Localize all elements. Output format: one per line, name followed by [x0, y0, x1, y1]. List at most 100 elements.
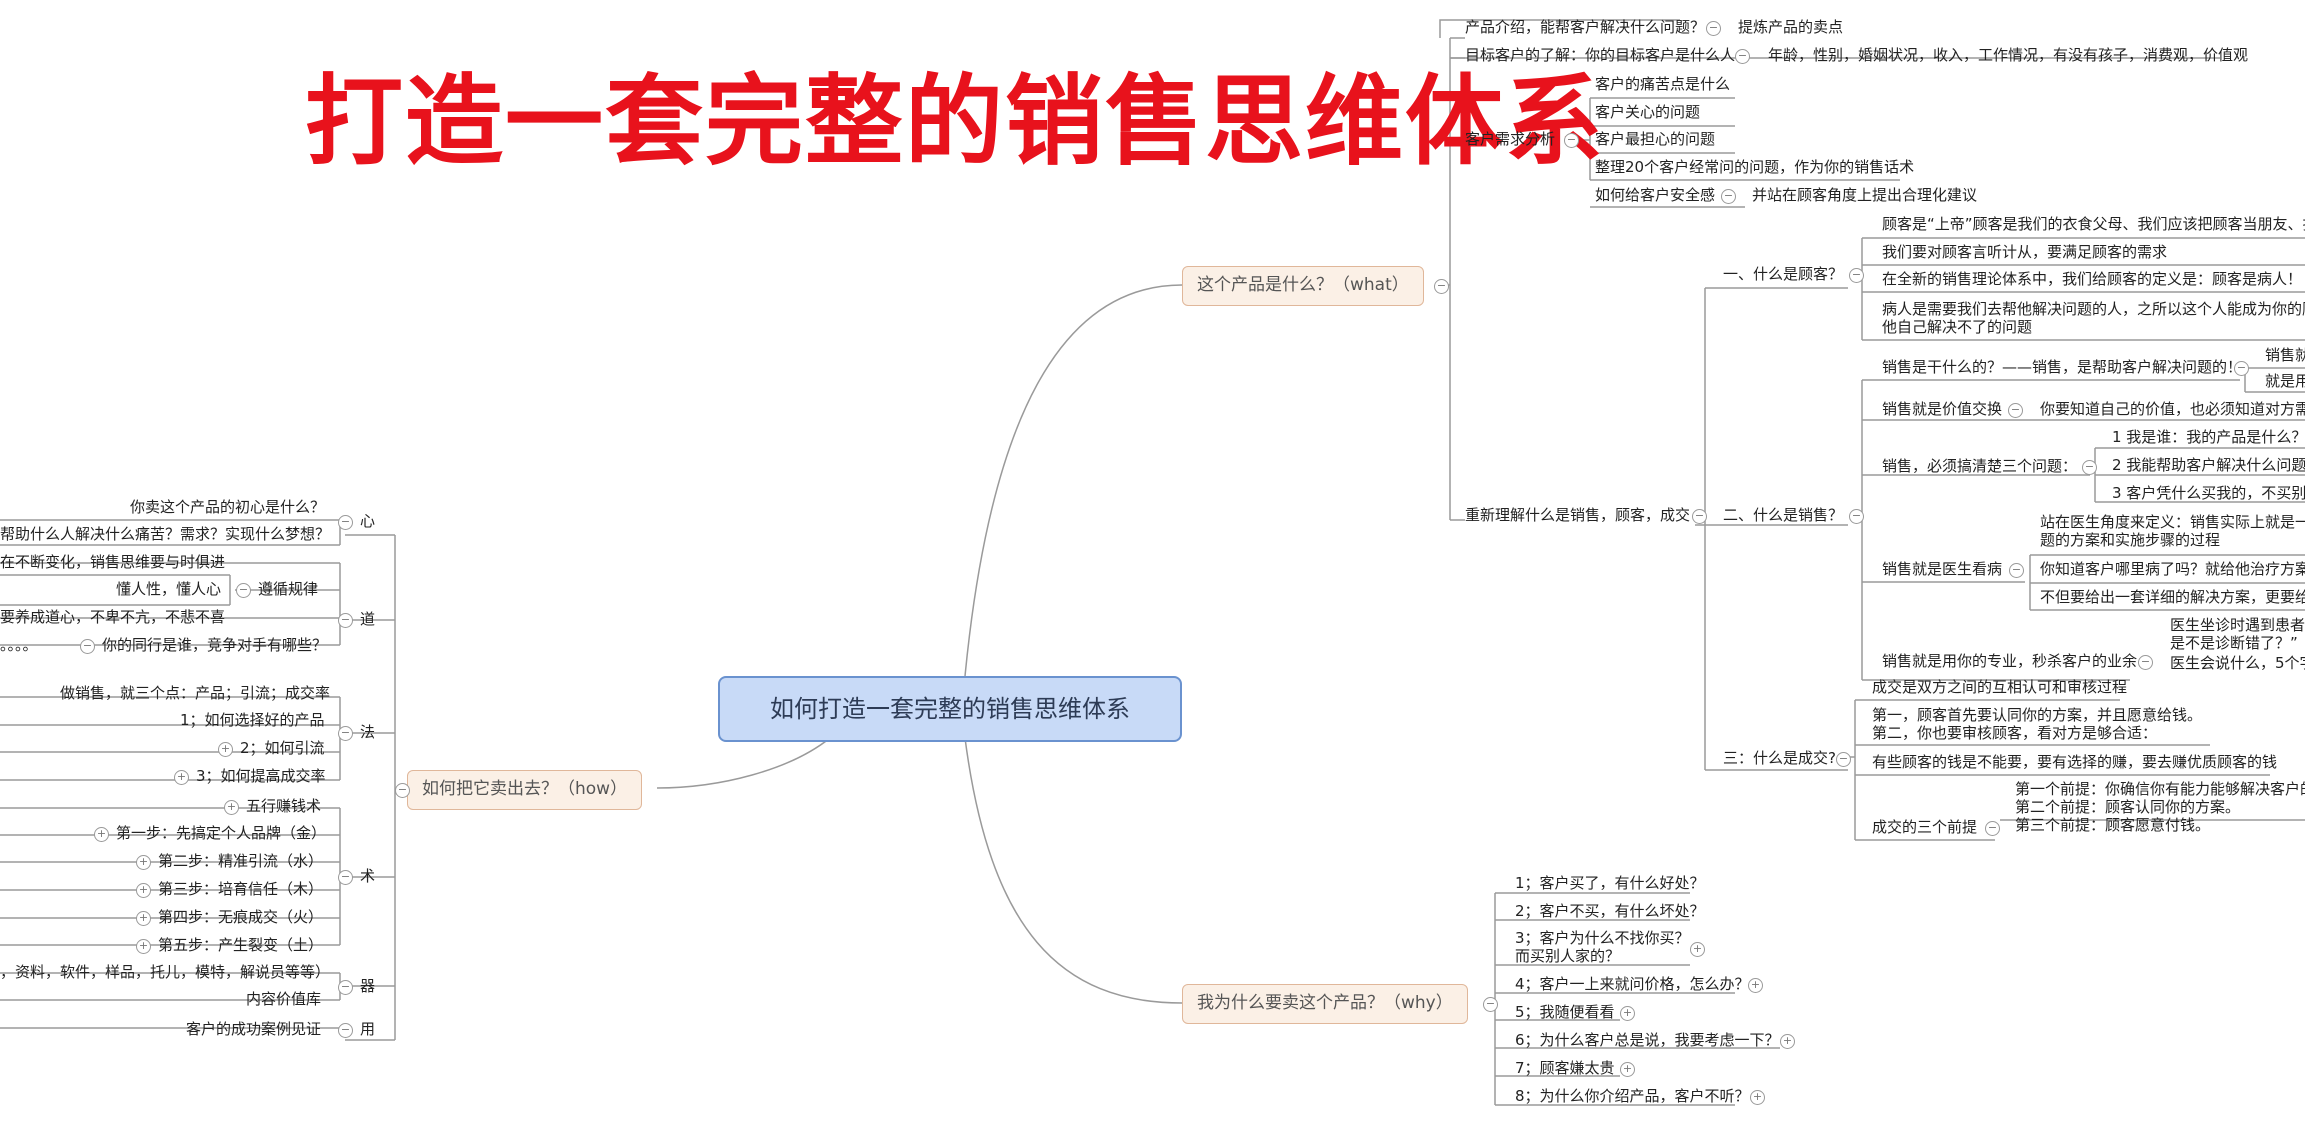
- xin-item[interactable]: 帮助什么人解决什么痛苦？需求？实现什么梦想？: [0, 525, 331, 543]
- deal-item[interactable]: 有些顾客的钱是不能要，要有选择的赚，要去赚优质顾客的钱: [1872, 753, 2278, 771]
- sales-value[interactable]: 销售就是价值交换: [1882, 400, 2003, 418]
- what-target[interactable]: 目标客户的了解：你的目标客户是什么人: [1465, 46, 1736, 64]
- sales-pro[interactable]: 销售就是用你的专业，秒杀客户的业余: [1882, 652, 2138, 670]
- deal-topic[interactable]: 三：什么是成交?: [1723, 749, 1836, 767]
- collapse-toggle-icon[interactable]: −: [338, 613, 353, 628]
- collapse-toggle-icon[interactable]: −: [1849, 268, 1864, 283]
- expand-toggle-icon[interactable]: +: [1620, 1006, 1635, 1021]
- shu-item[interactable]: 第三步：培育信任（木）: [158, 880, 324, 898]
- how-fa[interactable]: 法: [360, 723, 376, 741]
- how-dao[interactable]: 道: [360, 610, 376, 628]
- expand-toggle-icon[interactable]: +: [136, 939, 151, 954]
- dao-rule-child[interactable]: 懂人性，懂人心: [116, 580, 222, 598]
- collapse-toggle-icon[interactable]: −: [2234, 361, 2249, 376]
- deal-item[interactable]: 成交是双方之间的互相认可和审核过程: [1872, 678, 2128, 696]
- why-item[interactable]: 1；客户买了，有什么好处？: [1515, 874, 1705, 892]
- deal-item[interactable]: 第一，顾客首先要认同你的方案，并且愿意给钱。 第二，你也要审核顾客，看对方是够合…: [1872, 706, 2203, 742]
- branch-how[interactable]: 如何把它卖出去？（how）: [407, 770, 643, 810]
- what-rethink[interactable]: 重新理解什么是销售，顾客，成交: [1465, 506, 1691, 524]
- expand-toggle-icon[interactable]: +: [1620, 1062, 1635, 1077]
- why-item[interactable]: 7；顾客嫌太贵: [1515, 1059, 1615, 1077]
- collapse-toggle-icon[interactable]: −: [1564, 133, 1579, 148]
- collapse-toggle-icon[interactable]: −: [395, 783, 410, 798]
- collapse-toggle-icon[interactable]: −: [1849, 509, 1864, 524]
- collapse-toggle-icon[interactable]: −: [236, 583, 251, 598]
- collapse-toggle-icon[interactable]: −: [2008, 403, 2023, 418]
- fa-item[interactable]: 3；如何提高成交率: [196, 767, 326, 785]
- qi-item[interactable]: 内容价值库: [246, 990, 322, 1008]
- sales-three-item[interactable]: 2 我能帮助客户解决什么问题: [2112, 456, 2305, 474]
- why-item[interactable]: 6；为什么客户总是说，我要考虑一下？: [1515, 1031, 1780, 1049]
- needs-item[interactable]: 如何给客户安全感: [1595, 186, 1716, 204]
- sales-topic[interactable]: 二、什么是销售？: [1723, 506, 1844, 524]
- collapse-toggle-icon[interactable]: −: [2009, 563, 2024, 578]
- expand-toggle-icon[interactable]: +: [218, 742, 233, 757]
- collapse-toggle-icon[interactable]: −: [1434, 279, 1449, 294]
- expand-toggle-icon[interactable]: +: [1748, 978, 1763, 993]
- fa-item[interactable]: 2；如何引流: [240, 739, 325, 757]
- sales-doctor-item[interactable]: 你知道客户哪里病了吗？就给他治疗方案？: [2040, 560, 2305, 578]
- sales-value-child[interactable]: 你要知道自己的价值，也必须知道对方需要: [2040, 400, 2305, 418]
- needs-item[interactable]: 客户关心的问题: [1595, 103, 1701, 121]
- how-shu[interactable]: 术: [360, 867, 376, 885]
- collapse-toggle-icon[interactable]: −: [80, 639, 95, 654]
- needs-item[interactable]: 整理20个客户经常问的问题，作为你的销售话术: [1595, 158, 1915, 176]
- why-item[interactable]: 2；客户不买，有什么坏处？: [1515, 902, 1705, 920]
- what-needs[interactable]: 客户需求分析: [1465, 130, 1556, 148]
- sales-doctor[interactable]: 销售就是医生看病: [1882, 560, 2003, 578]
- collapse-toggle-icon[interactable]: −: [1692, 509, 1707, 524]
- what-intro-child[interactable]: 提炼产品的卖点: [1738, 18, 1844, 36]
- shu-item[interactable]: 第四步：无痕成交（火）: [158, 908, 324, 926]
- needs-item[interactable]: 客户的痛苦点是什么: [1595, 75, 1731, 93]
- customer-item[interactable]: 顾客是“上帝”顾客是我们的衣食父母、我们应该把顾客当朋友、把顾客: [1882, 215, 2305, 233]
- needs-item[interactable]: 客户最担心的问题: [1595, 130, 1716, 148]
- why-item[interactable]: 8；为什么你介绍产品，客户不听？: [1515, 1087, 1750, 1105]
- collapse-toggle-icon[interactable]: −: [1985, 821, 2000, 836]
- deal-premise[interactable]: 成交的三个前提: [1872, 818, 1978, 836]
- customer-item[interactable]: 病人是需要我们去帮他解决问题的人，之所以这个人能成为你的顾客 他自己解决不了的问…: [1882, 300, 2305, 336]
- sales-three-item[interactable]: 3 客户凭什么买我的，不买别人: [2112, 484, 2305, 502]
- collapse-toggle-icon[interactable]: −: [1735, 49, 1750, 64]
- dao-item[interactable]: 要养成道心，不卑不亢，不悲不喜: [0, 608, 226, 626]
- collapse-toggle-icon[interactable]: −: [1706, 21, 1721, 36]
- how-xin[interactable]: 心: [360, 512, 376, 530]
- sales-do-item[interactable]: 就是用: [2265, 372, 2305, 390]
- why-item[interactable]: 3；客户为什么不找你买？ 而买别人家的？: [1515, 929, 1690, 965]
- collapse-toggle-icon[interactable]: −: [338, 726, 353, 741]
- expand-toggle-icon[interactable]: +: [136, 911, 151, 926]
- sales-three[interactable]: 销售，必须搞清楚三个问题：: [1882, 457, 2078, 475]
- what-target-child[interactable]: 年龄，性别，婚姻状况，收入，工作情况，有没有孩子，消费观，价值观: [1768, 46, 2249, 64]
- expand-toggle-icon[interactable]: +: [174, 770, 189, 785]
- expand-toggle-icon[interactable]: +: [1750, 1090, 1765, 1105]
- sales-do-item[interactable]: 销售就: [2265, 346, 2305, 364]
- sales-doctor-item[interactable]: 站在医生角度来定义：销售实际上就是一个 题的方案和实施步骤的过程: [2040, 513, 2305, 549]
- collapse-toggle-icon[interactable]: −: [338, 980, 353, 995]
- collapse-toggle-icon[interactable]: −: [1836, 752, 1851, 767]
- customer-item[interactable]: 我们要对顾客言听计从，要满足顾客的需求: [1882, 243, 2168, 261]
- branch-what[interactable]: 这个产品是什么？（what）: [1182, 266, 1424, 306]
- why-item[interactable]: 4；客户一上来就问价格，怎么办？: [1515, 975, 1750, 993]
- root-topic[interactable]: 如何打造一套完整的销售思维体系: [718, 676, 1182, 742]
- collapse-toggle-icon[interactable]: −: [2082, 460, 2097, 475]
- expand-toggle-icon[interactable]: +: [1690, 942, 1705, 957]
- shu-item[interactable]: 五行赚钱术: [246, 797, 322, 815]
- dao-item[interactable]: 遵循规律: [258, 580, 319, 598]
- collapse-toggle-icon[interactable]: −: [2138, 655, 2153, 670]
- shu-item[interactable]: 第一步：先搞定个人品牌（金）: [116, 824, 327, 842]
- dao-item[interactable]: 你的同行是谁，竞争对手有哪些？: [102, 636, 328, 654]
- collapse-toggle-icon[interactable]: −: [338, 515, 353, 530]
- expand-toggle-icon[interactable]: +: [1780, 1034, 1795, 1049]
- shu-item[interactable]: 第二步：精准引流（水）: [158, 852, 324, 870]
- how-yong[interactable]: 用: [360, 1020, 376, 1038]
- collapse-toggle-icon[interactable]: −: [1483, 997, 1498, 1012]
- why-item[interactable]: 5；我随便看看: [1515, 1003, 1615, 1021]
- customer-topic[interactable]: 一、什么是顾客？: [1723, 265, 1844, 283]
- how-qi[interactable]: 器: [360, 977, 376, 995]
- sales-pro-item[interactable]: 医生会说什么，5个字: [2170, 654, 2305, 672]
- fa-item[interactable]: 做销售，就三个点：产品；引流；成交率: [60, 684, 331, 702]
- sales-pro-item[interactable]: 医生坐诊时遇到患者： 是不是诊断错了？”: [2170, 616, 2305, 652]
- customer-item[interactable]: 在全新的销售理论体系中，我们给顾客的定义是：顾客是病人！: [1882, 270, 2303, 288]
- sales-do[interactable]: 销售是干什么的？——销售，是帮助客户解决问题的！: [1882, 358, 2243, 376]
- expand-toggle-icon[interactable]: +: [136, 855, 151, 870]
- sales-doctor-item[interactable]: 不但要给出一套详细的解决方案，更要给出: [2040, 588, 2305, 606]
